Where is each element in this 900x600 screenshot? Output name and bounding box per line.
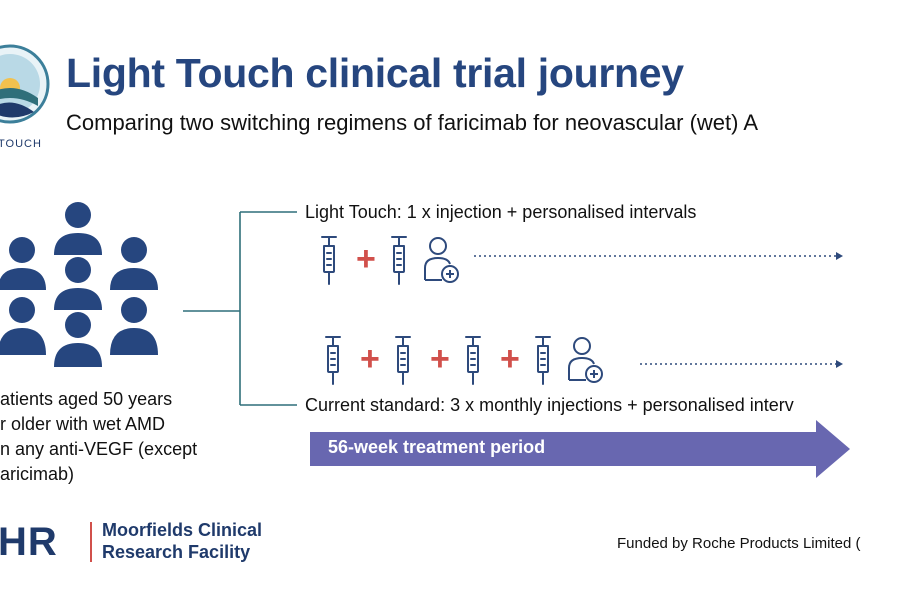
treatment-period-label: 56-week treatment period xyxy=(328,437,546,457)
nihr-logo-text: HR xyxy=(0,520,58,564)
participants-line-2: r older with wet AMD xyxy=(0,414,166,434)
treatment-period-arrow xyxy=(310,420,850,478)
participants-line-3: n any anti-VEGF (except xyxy=(0,439,198,459)
logo-text: TOUCH xyxy=(0,138,42,150)
syringe-icon xyxy=(462,334,484,391)
syringe-icon xyxy=(318,234,340,291)
moorfields-name-line-1: Moorfields Clinical xyxy=(102,520,263,540)
plus-sign: + xyxy=(430,340,450,378)
syringe-icon xyxy=(322,334,344,391)
plus-sign: + xyxy=(356,240,376,278)
moorfields-name-line-2: Research Facility xyxy=(102,542,251,562)
page-subtitle: Comparing two switching regimens of fari… xyxy=(66,110,759,135)
plus-sign: + xyxy=(360,340,380,378)
funding-note: Funded by Roche Products Limited ( xyxy=(617,535,861,552)
syringe-icon xyxy=(532,334,554,391)
participants-line-1: atients aged 50 years xyxy=(0,389,173,409)
participants-line-4: aricimab) xyxy=(0,464,75,484)
person-plus-icon xyxy=(566,334,604,391)
arm1-dotted-arrow xyxy=(474,252,843,260)
light-touch-logo xyxy=(0,44,50,124)
participants-group-icon xyxy=(0,202,158,367)
current-standard-arm-label: Current standard: 3 x monthly injections… xyxy=(305,395,794,415)
light-touch-arm-label: Light Touch: 1 x injection + personalise… xyxy=(305,202,697,222)
page-title: Light Touch clinical trial journey xyxy=(66,50,684,96)
arm2-dotted-arrow xyxy=(640,360,843,368)
plus-sign: + xyxy=(500,340,520,378)
person-plus-icon xyxy=(422,234,460,291)
footer-divider xyxy=(90,522,92,562)
syringe-icon xyxy=(392,334,414,391)
syringe-icon xyxy=(388,234,410,291)
